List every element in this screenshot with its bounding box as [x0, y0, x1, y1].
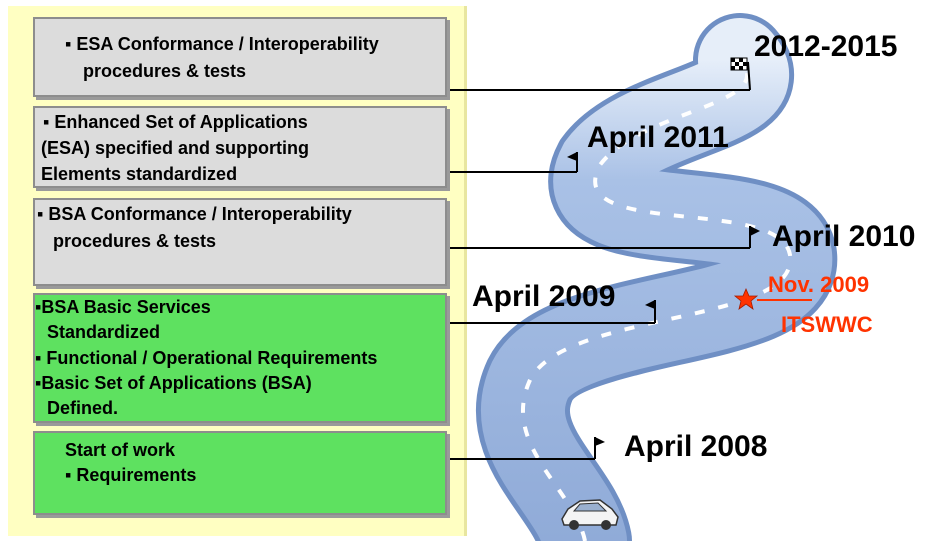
car-icon: [561, 499, 619, 530]
flag-icon: [749, 226, 760, 248]
box-text: ▪ ESA Conformance / Interoperability: [65, 34, 379, 54]
box-text: ▪ Functional / Operational Requirements: [35, 348, 378, 368]
box-text: procedures & tests: [53, 231, 217, 251]
box-text: ▪ Enhanced Set of Applications: [43, 112, 308, 132]
checkered-flag-icon: [730, 57, 751, 91]
flag-icon: [594, 437, 605, 459]
box-text: ▪ Requirements: [65, 465, 197, 485]
box-bsa-conformance: ▪ BSA Conformance / Interoperability pro…: [33, 198, 447, 286]
box-esa-conformance: ▪ ESA Conformance / Interoperability pro…: [33, 17, 447, 97]
milestone-date: April 2010: [772, 220, 916, 253]
milestone-date: April 2009: [472, 280, 616, 313]
box-esa-applications: ▪ Enhanced Set of Applications (ESA) spe…: [33, 106, 447, 188]
connector-lines: [447, 89, 812, 460]
flag-icon: [567, 152, 578, 172]
milestone-date: April 2008: [624, 430, 768, 463]
event-date: Nov. 2009: [768, 272, 870, 297]
milestone-date: April 2011: [587, 121, 729, 154]
flag-icon: [645, 300, 656, 323]
box-text: Elements standardized: [41, 164, 238, 184]
box-text: Defined.: [47, 398, 119, 418]
box-text: Standardized: [47, 322, 161, 342]
panel-edge: [464, 6, 467, 536]
event-name: ITSWWC: [781, 312, 873, 337]
star-icon: [733, 287, 759, 310]
box-text: ▪BSA Basic Services: [35, 297, 211, 317]
milestone-date: 2012-2015: [754, 30, 898, 63]
road: [476, 13, 838, 541]
box-text: procedures & tests: [83, 61, 247, 81]
box-bsa-basic: ▪BSA Basic Services Standardized ▪ Funct…: [33, 293, 447, 423]
box-start-of-work: Start of work ▪ Requirements: [33, 431, 447, 515]
box-text: (ESA) specified and supporting: [41, 138, 310, 158]
box-text: ▪ BSA Conformance / Interoperability: [37, 204, 352, 224]
box-text: Start of work: [65, 440, 176, 460]
box-text: ▪Basic Set of Applications (BSA): [35, 373, 312, 393]
